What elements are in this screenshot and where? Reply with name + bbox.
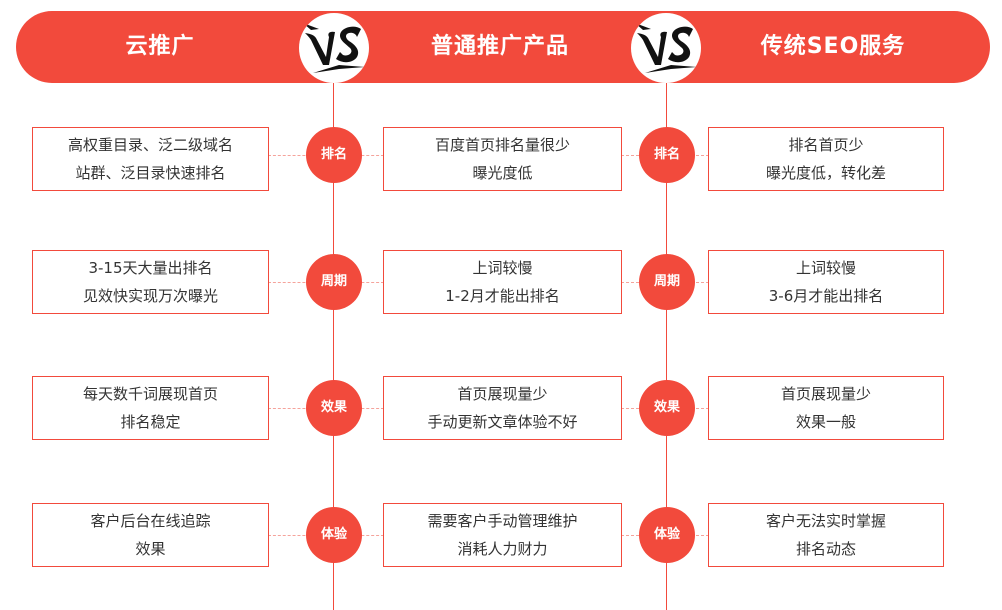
box-line: 百度首页排名量很少 (434, 136, 570, 154)
header-col2-title: 普通推广产品 (430, 34, 569, 59)
box-line: 上词较慢 (472, 259, 533, 277)
row1-col2-box: 百度首页排名量很少 曝光度低 (383, 127, 622, 191)
box-line: 排名稳定 (120, 413, 181, 431)
box-line: 首页展现量少 (780, 385, 871, 403)
header-bar (16, 11, 990, 83)
row-label-experience: 体验 (306, 507, 362, 563)
box-line: 3-15天大量出排名 (88, 259, 213, 277)
row4-col2-box: 需要客户手动管理维护 消耗人力财力 (383, 503, 622, 567)
row1-col1-box: 高权重目录、泛二级域名 站群、泛目录快速排名 (32, 127, 269, 191)
box-line: 排名动态 (795, 540, 856, 558)
timeline-line-2 (666, 83, 667, 610)
vs-icon (631, 13, 701, 83)
box-line: 消耗人力财力 (457, 540, 548, 558)
row-label-effect: 效果 (306, 380, 362, 436)
box-line: 客户无法实时掌握 (765, 512, 886, 530)
row-label-cycle: 周期 (306, 254, 362, 310)
box-line: 手动更新文章体验不好 (427, 413, 578, 431)
box-line: 每天数千词展现首页 (82, 385, 218, 403)
box-line: 曝光度低 (472, 164, 533, 182)
box-line: 效果 (135, 540, 166, 558)
row-label-ranking: 排名 (306, 127, 362, 183)
row-label-cycle: 周期 (639, 254, 695, 310)
box-line: 首页展现量少 (457, 385, 548, 403)
header-col3-title: 传统SEO服务 (760, 34, 906, 59)
row3-col3-box: 首页展现量少 效果一般 (708, 376, 944, 440)
timeline-line-1 (333, 83, 334, 610)
box-line: 1-2月才能出排名 (445, 287, 560, 305)
row2-col1-box: 3-15天大量出排名 见效快实现万次曝光 (32, 250, 269, 314)
box-line: 上词较慢 (795, 259, 856, 277)
row-label-ranking: 排名 (639, 127, 695, 183)
box-line: 需要客户手动管理维护 (427, 512, 578, 530)
row3-col2-box: 首页展现量少 手动更新文章体验不好 (383, 376, 622, 440)
box-line: 客户后台在线追踪 (90, 512, 211, 530)
row-label-effect: 效果 (639, 380, 695, 436)
row2-col2-box: 上词较慢 1-2月才能出排名 (383, 250, 622, 314)
row4-col1-box: 客户后台在线追踪 效果 (32, 503, 269, 567)
vs-icon (299, 13, 369, 83)
row2-col3-box: 上词较慢 3-6月才能出排名 (708, 250, 944, 314)
box-line: 高权重目录、泛二级域名 (67, 136, 233, 154)
box-line: 3-6月才能出排名 (768, 287, 884, 305)
header-col1-title: 云推广 (125, 34, 195, 59)
row3-col1-box: 每天数千词展现首页 排名稳定 (32, 376, 269, 440)
row4-col3-box: 客户无法实时掌握 排名动态 (708, 503, 944, 567)
row1-col3-box: 排名首页少 曝光度低，转化差 (708, 127, 944, 191)
box-line: 排名首页少 (788, 136, 864, 154)
box-line: 曝光度低，转化差 (765, 164, 886, 182)
box-line: 见效快实现万次曝光 (82, 287, 218, 305)
box-line: 站群、泛目录快速排名 (75, 164, 226, 182)
box-line: 效果一般 (795, 413, 856, 431)
row-label-experience: 体验 (639, 507, 695, 563)
